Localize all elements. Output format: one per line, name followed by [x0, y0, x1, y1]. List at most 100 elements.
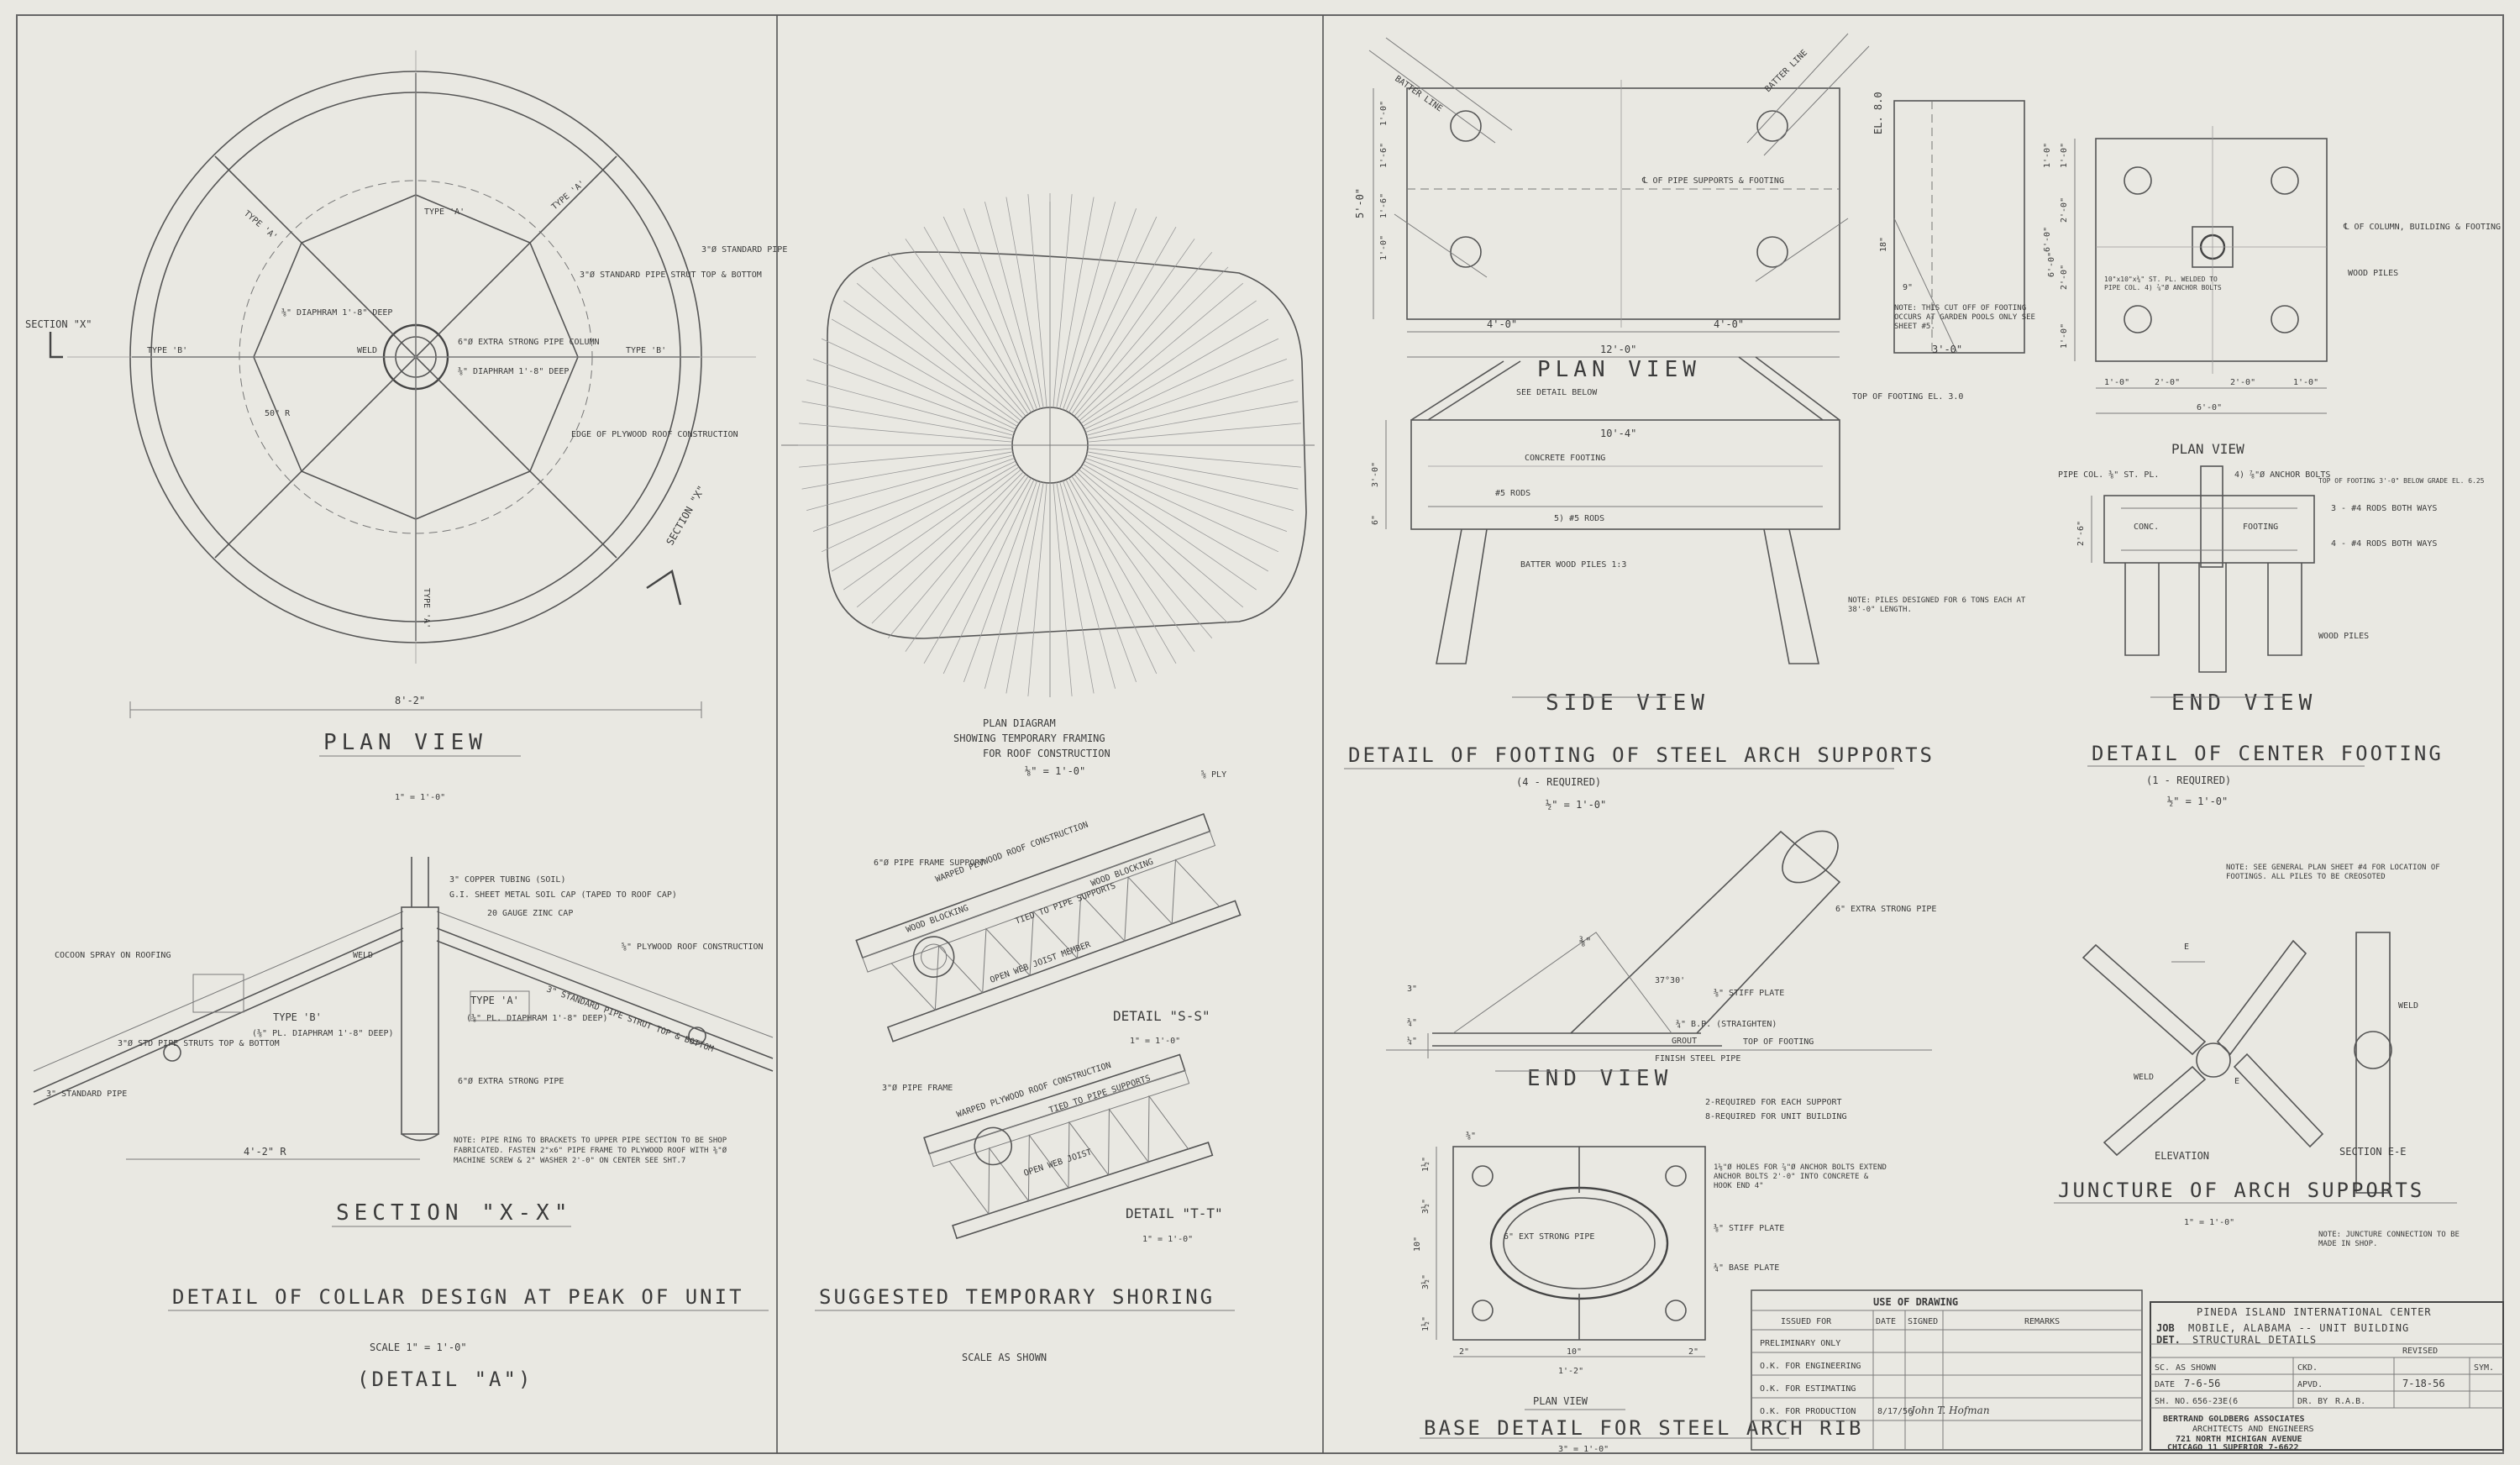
label-ext-strong-pipe: 6" EXT STRONG PIPE	[1504, 1232, 1594, 1242]
label-anchor-bolts: 4) ⅞"Ø ANCHOR BOLTS	[2234, 470, 2330, 480]
radial-framing-line	[905, 475, 1029, 652]
label-type-b-left: TYPE 'B'	[147, 346, 187, 355]
center-footing-title: DETAIL OF CENTER FOOTING	[2092, 742, 2444, 765]
radial-framing-line	[1079, 469, 1244, 608]
radial-framing-line	[1085, 359, 1288, 433]
tb-project: PINEDA ISLAND INTERNATIONAL CENTER	[2197, 1306, 2432, 1318]
label-extra-strong: 6"Ø EXTRA STRONG PIPE	[458, 1076, 564, 1086]
tb-dr-by: R.A.B.	[2335, 1397, 2365, 1406]
label-wood-piles-2: WOOD PILES	[2318, 632, 2369, 641]
radial-framing-line	[843, 466, 1020, 591]
juncture-drawing	[2082, 932, 2392, 1194]
radial-framing-line	[1056, 197, 1095, 408]
plan-view-title: PLAN VIEW	[323, 730, 487, 755]
label-stiff-plate: ⅜" STIFF PLATE	[1714, 988, 1784, 998]
footing-side-view	[1385, 356, 1840, 664]
center-footing-end-view	[2091, 465, 2315, 673]
label-type-a: TYPE 'A'	[470, 995, 519, 1006]
radial-framing-line	[799, 423, 1013, 443]
radial-framing-line	[984, 481, 1041, 689]
cf-dim-6-0v: 6'-0"	[2047, 252, 2056, 277]
base-dim-1-2: 1'-2"	[1558, 1367, 1583, 1376]
cf-plan-view-title: PLAN VIEW	[2171, 441, 2244, 457]
dim-3-8: ⅜"	[1579, 936, 1591, 948]
radial-framing-line	[923, 477, 1032, 664]
label-see-detail-below: SEE DETAIL BELOW	[1516, 388, 1598, 397]
footing-required: (4 - REQUIRED)	[1516, 776, 1601, 788]
cf-dim-1-0a: 1'-0"	[2104, 378, 2129, 387]
use-table-header: DATE	[1876, 1317, 1896, 1326]
plan-view-scale: 1" = 1'-0"	[395, 793, 445, 802]
cf-top-of-footing: TOP OF FOOTING 3'-0" BELOW GRADE EL. 6.2…	[2318, 477, 2485, 485]
tb-sh-no: 656-23E(6	[2192, 1397, 2238, 1406]
detail-tt-title: DETAIL "T-T"	[1126, 1205, 1223, 1221]
holes-note: 1⅛"Ø HOLES FOR ⅞"Ø ANCHOR BOLTS EXTEND A…	[1714, 1163, 1887, 1190]
use-table-header: ISSUED FOR	[1781, 1317, 1832, 1326]
use-table-title: USE OF DRAWING	[1873, 1296, 1958, 1308]
label-rods-5b: 5) #5 RODS	[1554, 514, 1604, 523]
dim-1-0: 1'-0"	[1379, 101, 1389, 126]
radial-framing-line	[1059, 481, 1116, 689]
cf-dim-1-0b: 1'-0"	[2293, 378, 2318, 387]
radial-framing-line	[1084, 338, 1279, 430]
juncture-scale: 1" = 1'-0"	[2184, 1218, 2234, 1227]
cf-dim-6-0: 6'-0"	[2197, 403, 2222, 412]
section-xx-drawing	[33, 857, 774, 1160]
cf-dim-v2: 2'-0"	[2060, 197, 2069, 223]
plan-diagram-scale: ⅛" = 1'-0"	[1025, 765, 1085, 777]
base-dim-2a: 2"	[1459, 1347, 1469, 1357]
label-batter-piles: BATTER WOOD PILES 1:3	[1520, 560, 1626, 570]
section-x-marker: SECTION "X"	[25, 318, 92, 330]
label-pipe-col: PIPE COL. ⅜" ST. PL.	[2058, 470, 2159, 480]
tb-sc-label: SC.	[2155, 1363, 2170, 1373]
dim-6-0: 6'-0"	[2043, 227, 2052, 252]
label-zinc-cap: 20 GAUGE ZINC CAP	[487, 909, 573, 918]
cf-dim-2-6: 2'-6"	[2076, 521, 2086, 546]
label-plywood-roof: ⅝" PLYWOOD ROOF CONSTRUCTION	[622, 942, 764, 952]
sheet-border	[16, 14, 2504, 1454]
tb-sym-label: SYM.	[2474, 1363, 2494, 1373]
detail-tt-scale: 1" = 1'-0"	[1142, 1235, 1193, 1244]
radial-framing-line	[806, 454, 1014, 511]
label-type-b: TYPE 'B'	[273, 1011, 322, 1023]
radial-framing-line	[984, 202, 1041, 409]
plate-note: 10"x10"x¾" ST. PL. WELDED TO PIPE COL. 4…	[2104, 276, 2222, 291]
base-dim-2b: 2"	[1688, 1347, 1698, 1357]
radial-framing-line	[963, 480, 1037, 683]
radial-framing-line	[1079, 282, 1244, 422]
radial-framing-line	[799, 448, 1013, 468]
center-footing-required: (1 - REQUIRED)	[2146, 775, 2231, 786]
radial-framing-line	[856, 282, 1021, 422]
label-rods-5a: #5 RODS	[1495, 489, 1530, 498]
radial-framing-line	[1086, 454, 1294, 511]
label-e-2: E	[2234, 1077, 2239, 1086]
shoring-scale: SCALE AS SHOWN	[962, 1352, 1047, 1363]
use-row-3: O.K. FOR PRODUCTION	[1760, 1407, 1856, 1416]
use-table-header: REMARKS	[2024, 1317, 2060, 1326]
base-stiff-plate: ⅜" STIFF PLATE	[1714, 1223, 1784, 1233]
radial-framing-line	[1074, 474, 1213, 639]
tb-apvd-label: APVD.	[2297, 1380, 2323, 1389]
title-block	[2150, 1301, 2504, 1451]
arch-end-view	[1386, 830, 1932, 1058]
radial-framing-line	[1071, 239, 1195, 415]
label-diaphragm-left: ⅜" DIAPHRAM 1'-8" DEEP	[281, 307, 392, 318]
dim-4b: 4'-0"	[1714, 318, 1744, 330]
dim-3: 3'-0"	[1932, 344, 1962, 355]
label-weld-section: WELD	[353, 951, 373, 960]
label-top-of-footing-2: TOP OF FOOTING	[1743, 1037, 1814, 1047]
use-of-drawing-table	[1751, 1289, 2143, 1451]
dim-4a: 4'-0"	[1487, 318, 1517, 330]
detail-ss-title: DETAIL "S-S"	[1113, 1008, 1210, 1024]
label-section-ee: SECTION E-E	[2339, 1146, 2406, 1158]
collar-detail-scale: SCALE 1" = 1'-0"	[370, 1342, 467, 1353]
radial-framing-line	[887, 251, 1026, 417]
label-std-pipe-strut-2: 3"Ø STD PIPE STRUTS TOP & BOTTOM	[118, 1038, 280, 1048]
radial-framing-line	[887, 474, 1026, 639]
plan-diagram-drawing	[781, 193, 1315, 697]
label-type-b-diaphragm: (⅜" PL. DIAPHRAM 1'-8" DEEP)	[252, 1028, 394, 1038]
plan-dimension: 8'-2"	[395, 695, 425, 706]
footing-scale: ½" = 1'-0"	[1546, 799, 1606, 811]
label-wood-piles: WOOD PILES	[2348, 269, 2398, 278]
radial-framing-line	[806, 380, 1014, 436]
